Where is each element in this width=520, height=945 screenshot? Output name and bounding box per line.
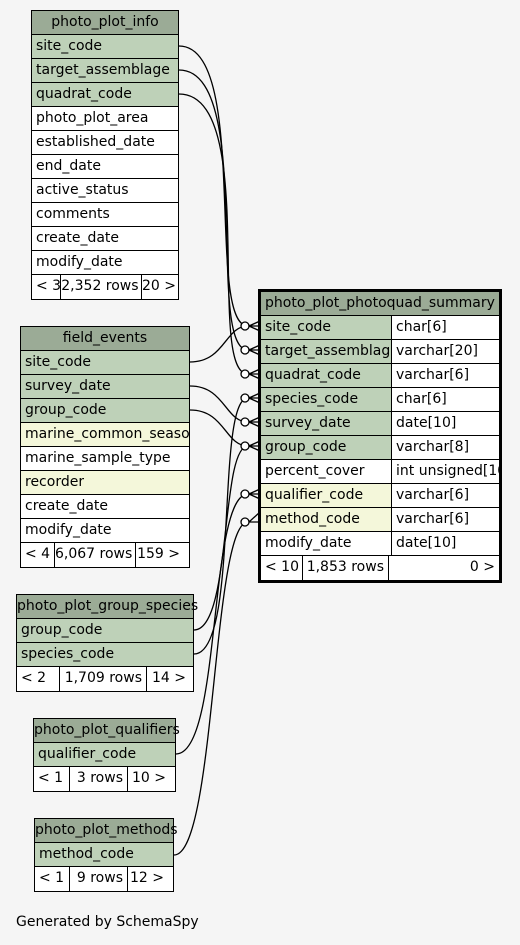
table-photo-plot-photoquad-summary[interactable]: photo_plot_photoquad_summary site_code c…	[258, 289, 502, 583]
table-title[interactable]: photo_plot_info	[32, 11, 178, 35]
children-count[interactable]: 10 >	[127, 767, 170, 791]
relation-method-code	[173, 521, 249, 856]
column-established-date[interactable]: established_date	[32, 131, 178, 155]
column-species-code[interactable]: species_code char[6]	[261, 388, 499, 412]
table-footer: < 3 2,352 rows 20 >	[32, 275, 178, 299]
table-footer: < 1 9 rows 12 >	[35, 867, 173, 891]
row-count: 2,352 rows	[60, 275, 141, 299]
table-photo-plot-group-species[interactable]: photo_plot_group_species group_code spec…	[16, 594, 198, 692]
children-count[interactable]: 159 >	[135, 543, 184, 567]
row-count: 6,067 rows	[54, 543, 135, 567]
children-count[interactable]: 0 >	[388, 556, 499, 580]
column-survey-date[interactable]: survey_date	[21, 375, 189, 399]
column-group-code[interactable]: group_code	[21, 399, 189, 423]
parents-count[interactable]: < 1	[38, 770, 64, 786]
parents-count[interactable]: < 1	[39, 870, 65, 886]
column-modify-date[interactable]: modify_date date[10]	[261, 532, 499, 556]
table-title[interactable]: field_events	[21, 327, 189, 351]
table-title[interactable]: photo_plot_methods	[35, 819, 178, 843]
column-create-date[interactable]: create_date	[32, 227, 178, 251]
relation-group-code-species	[193, 445, 249, 631]
column-site-code[interactable]: site_code	[21, 351, 189, 375]
children-count[interactable]: 12 >	[127, 867, 168, 891]
column-site-code[interactable]: site_code	[32, 35, 178, 59]
column-recorder[interactable]: recorder	[21, 471, 189, 495]
column-method-code[interactable]: method_code varchar[6]	[261, 508, 499, 532]
parents-count[interactable]: < 4	[25, 546, 51, 562]
table-title[interactable]: photo_plot_qualifiers	[34, 719, 180, 743]
column-modify-date[interactable]: modify_date	[32, 251, 178, 275]
column-active-status[interactable]: active_status	[32, 179, 178, 203]
table-footer: < 4 6,067 rows 159 >	[21, 543, 189, 567]
table-footer: < 10 1,853 rows 0 >	[261, 556, 499, 580]
parents-count[interactable]: < 3	[36, 278, 61, 294]
relation-survey-date	[189, 385, 249, 423]
column-group-code[interactable]: group_code varchar[8]	[261, 436, 499, 460]
column-create-date[interactable]: create_date	[21, 495, 189, 519]
column-end-date[interactable]: end_date	[32, 155, 178, 179]
column-modify-date[interactable]: modify_date	[21, 519, 189, 543]
column-quadrat-code[interactable]: quadrat_code varchar[6]	[261, 364, 499, 388]
relation-site-code-info	[178, 45, 249, 327]
relation-species-code	[193, 397, 249, 655]
column-target-assemblage[interactable]: target_assemblage	[32, 59, 178, 83]
table-title[interactable]: photo_plot_group_species	[17, 595, 198, 619]
column-marine-sample-type[interactable]: marine_sample_type	[21, 447, 189, 471]
column-qualifier-code[interactable]: qualifier_code varchar[6]	[261, 484, 499, 508]
table-footer: < 1 3 rows 10 >	[34, 767, 175, 791]
table-footer: < 2 1,709 rows 14 >	[17, 667, 193, 691]
column-site-code[interactable]: site_code char[6]	[261, 316, 499, 340]
generated-by-label: Generated by SchemaSpy	[16, 914, 199, 930]
table-photo-plot-methods[interactable]: photo_plot_methods method_code < 1 9 row…	[34, 818, 178, 892]
column-survey-date[interactable]: survey_date date[10]	[261, 412, 499, 436]
table-photo-plot-qualifiers[interactable]: photo_plot_qualifiers qualifier_code < 1…	[33, 718, 180, 792]
table-title[interactable]: photo_plot_photoquad_summary	[261, 292, 499, 316]
row-count: 9 rows	[69, 867, 127, 891]
row-count: 1,709 rows	[59, 667, 146, 691]
row-count: 1,853 rows	[302, 556, 388, 580]
column-group-code[interactable]: group_code	[17, 619, 193, 643]
column-species-code[interactable]: species_code	[17, 643, 193, 667]
column-marine-common-season[interactable]: marine_common_season	[21, 423, 189, 447]
column-method-code[interactable]: method_code	[35, 843, 173, 867]
relation-target-assemblage	[178, 69, 249, 351]
parents-count[interactable]: < 10	[265, 559, 299, 575]
parents-count[interactable]: < 2	[21, 670, 47, 686]
table-photo-plot-info[interactable]: photo_plot_info site_code target_assembl…	[31, 10, 179, 300]
relation-quadrat-code	[178, 93, 249, 375]
relation-group-code-events	[189, 409, 249, 447]
column-qualifier-code[interactable]: qualifier_code	[34, 743, 175, 767]
column-photo-plot-area[interactable]: photo_plot_area	[32, 107, 178, 131]
column-comments[interactable]: comments	[32, 203, 178, 227]
column-percent-cover[interactable]: percent_cover int unsigned[10]	[261, 460, 499, 484]
children-count[interactable]: 14 >	[146, 667, 190, 691]
relation-qualifier-code	[175, 493, 249, 755]
table-field-events[interactable]: field_events site_code survey_date group…	[20, 326, 190, 568]
children-count[interactable]: 20 >	[140, 275, 178, 299]
column-target-assemblage[interactable]: target_assemblage varchar[20]	[261, 340, 499, 364]
row-count: 3 rows	[69, 767, 127, 791]
column-quadrat-code[interactable]: quadrat_code	[32, 83, 178, 107]
